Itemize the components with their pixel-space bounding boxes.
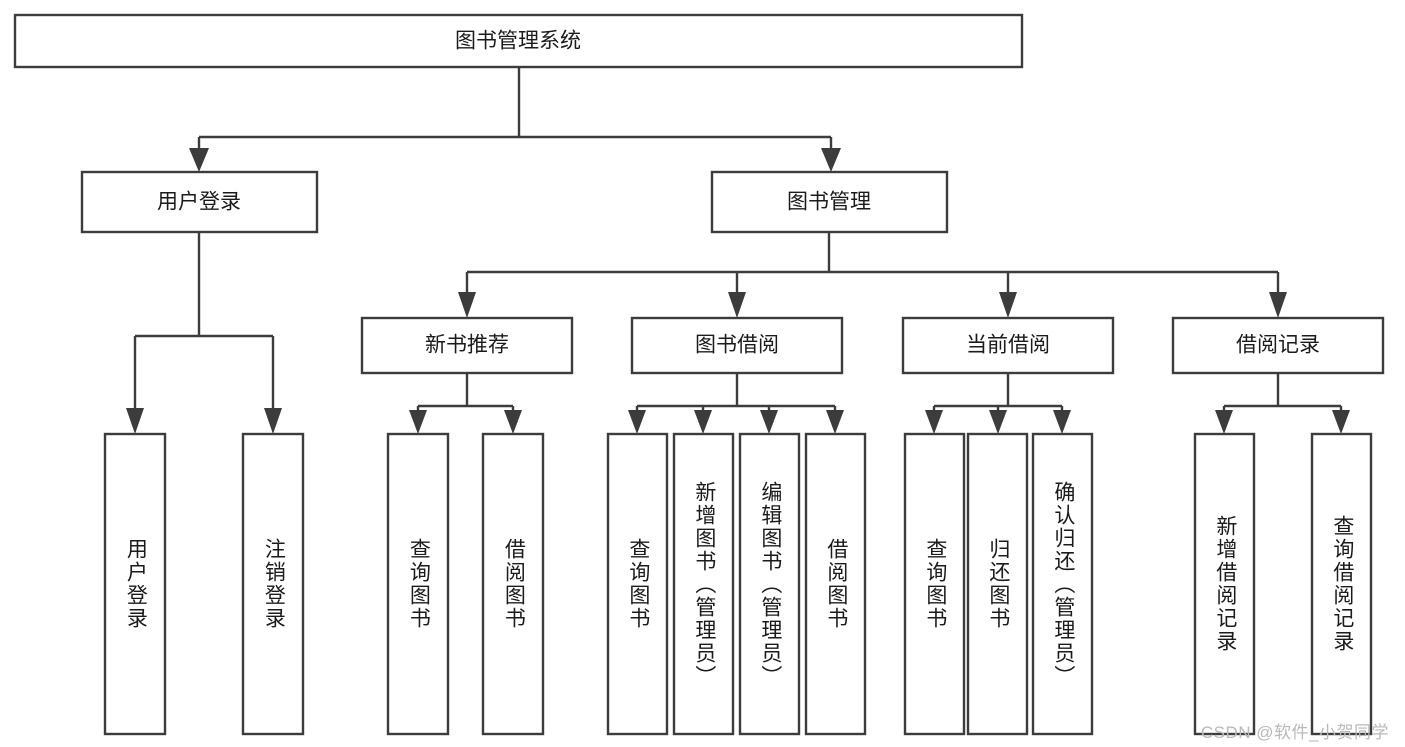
node-box-leaf-query-book-borrow[interactable]	[606, 432, 669, 736]
node-box-leaf-query-book-rec[interactable]	[386, 432, 450, 736]
node-box-book-manage[interactable]	[710, 170, 949, 234]
node-label-borrow-record: 借阅记录	[1236, 334, 1320, 357]
arrow-head-user-login	[189, 148, 209, 172]
connector-group-borrow-record	[1215, 373, 1350, 434]
arrow-head-current-borrow	[999, 292, 1017, 318]
arrow-head-leaf-user-login	[126, 408, 144, 434]
node-box-leaf-user-login[interactable]	[103, 432, 167, 736]
connector-group-new-book-recommend	[409, 373, 522, 434]
connector-group-root	[189, 67, 841, 172]
node-box-user-login[interactable]	[80, 170, 319, 234]
node-box-book-borrow[interactable]	[630, 316, 844, 375]
node-labels-horizontal: 图书管理系统 用户登录 图书管理 新书推荐 图书借阅 当前借阅 借阅记录	[157, 30, 1320, 357]
node-label-user-login: 用户登录	[157, 191, 241, 214]
node-box-new-book-recommend[interactable]	[360, 316, 574, 375]
node-box-leaf-query-book-current[interactable]	[903, 432, 966, 736]
arrow-head-leaf-query-book-current	[925, 410, 943, 434]
arrow-head-new-book-recommend	[458, 292, 476, 318]
node-box-leaf-borrow-book-rec[interactable]	[481, 432, 545, 736]
node-box-leaf-return-book[interactable]	[966, 432, 1029, 736]
node-boxes	[13, 13, 1385, 736]
node-box-leaf-add-record[interactable]	[1193, 432, 1256, 736]
arrow-head-book-manage	[821, 148, 841, 172]
connector-group-user-login	[126, 232, 282, 434]
node-label-book-borrow: 图书借阅	[695, 334, 779, 357]
arrow-head-leaf-logout	[264, 408, 282, 434]
arrow-head-leaf-add-record	[1215, 410, 1233, 434]
node-label-new-book-recommend: 新书推荐	[425, 334, 509, 357]
arrow-head-leaf-confirm-return	[1053, 410, 1071, 434]
arrow-head-leaf-edit-book	[760, 410, 778, 434]
node-box-current-borrow[interactable]	[901, 316, 1115, 375]
arrow-head-leaf-return-book	[989, 410, 1007, 434]
arrow-head-leaf-add-book	[694, 410, 712, 434]
arrow-head-leaf-borrow-book	[826, 410, 844, 434]
node-box-root[interactable]	[13, 13, 1024, 69]
arrow-head-borrow-record	[1269, 292, 1287, 318]
connector-group-current-borrow	[925, 373, 1071, 434]
node-box-leaf-edit-book[interactable]	[738, 432, 801, 736]
node-box-leaf-logout[interactable]	[241, 432, 305, 736]
node-label-root: 图书管理系统	[455, 30, 581, 53]
node-box-borrow-record[interactable]	[1171, 316, 1385, 375]
node-box-leaf-borrow-book[interactable]	[804, 432, 867, 736]
connector-group-book-borrow	[628, 373, 844, 434]
connector-group-book-manage	[458, 232, 1287, 318]
node-box-leaf-add-book[interactable]	[672, 432, 735, 736]
node-label-current-borrow: 当前借阅	[966, 334, 1050, 357]
arrow-head-book-borrow	[728, 292, 746, 318]
node-box-leaf-confirm-return[interactable]	[1031, 432, 1094, 736]
arrow-head-leaf-borrow-book-rec	[504, 410, 522, 434]
node-box-leaf-query-record[interactable]	[1310, 432, 1373, 736]
watermark-text: CSDN @软件_小贺同学	[1200, 723, 1389, 742]
node-label-book-manage: 图书管理	[787, 191, 871, 214]
arrow-head-leaf-query-record	[1332, 410, 1350, 434]
arrow-head-leaf-query-book-borrow	[628, 410, 646, 434]
arrow-head-leaf-query-book-rec	[409, 410, 427, 434]
